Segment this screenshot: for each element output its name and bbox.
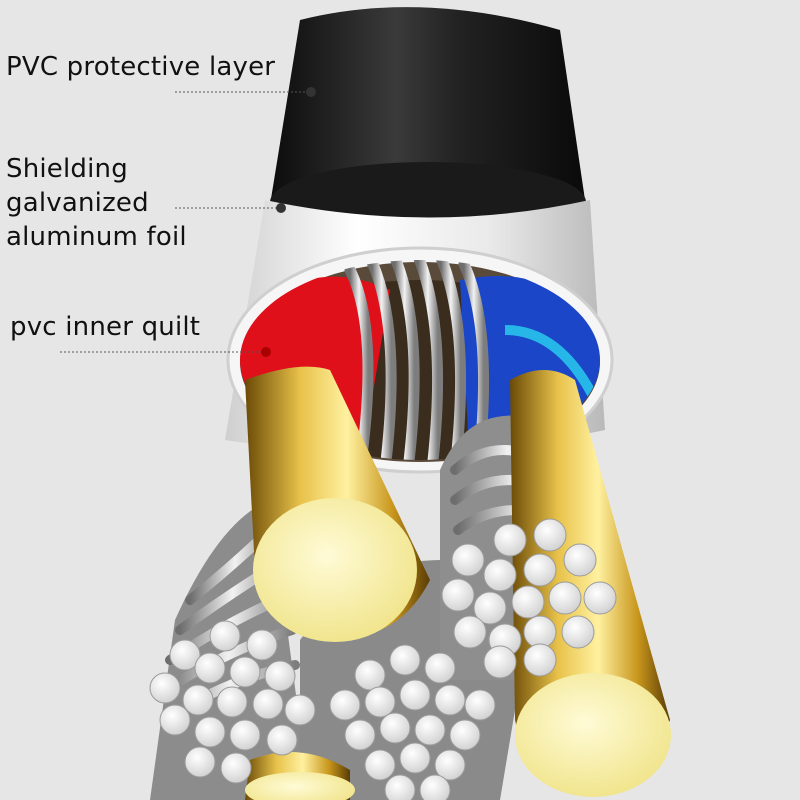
leader-dot-icon [306,87,316,97]
label-pvc-inner-quilt: pvc inner quilt [10,312,201,342]
outer-jacket [270,7,585,217]
label-shielding-foil: Shielding galvanized aluminum foil [6,154,187,252]
strand-ends-middle [329,644,496,800]
leader-dot-icon [276,203,286,213]
label-pvc-protective-layer: PVC protective layer [6,52,276,82]
gold-conductor-bottom [245,752,355,800]
leader-dot-icon [261,347,271,357]
gold-conductor-right [510,370,671,797]
gold-conductor-right-face [515,673,671,797]
gold-conductor-left-face [253,498,417,642]
leader-lines [60,91,310,353]
gold-conductor-left [245,366,430,642]
strand-ends-right [441,518,617,679]
strand-ends-left [149,620,316,784]
